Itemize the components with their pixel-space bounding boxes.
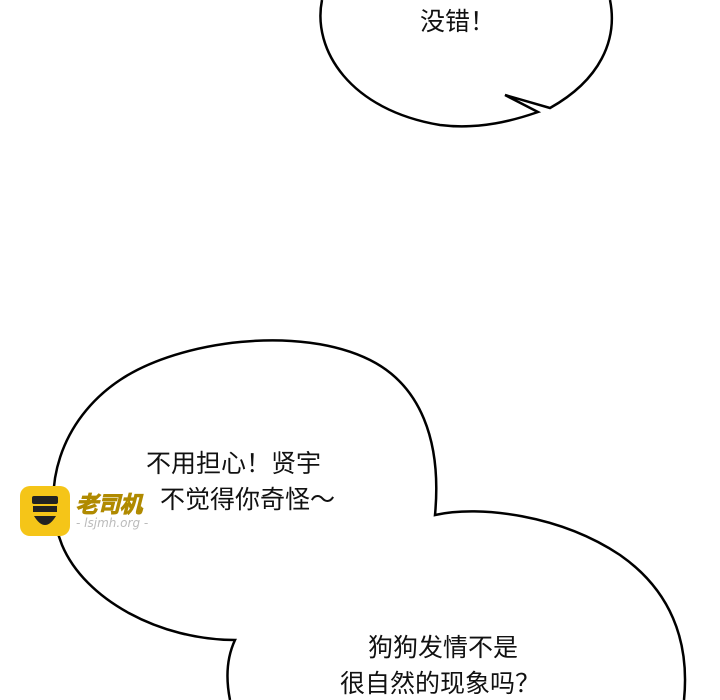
bubble-left-line2: 不觉得你奇怪～ — [160, 485, 336, 514]
watermark-site: - lsjmh.org - — [76, 516, 149, 530]
watermark-brand: 老司机 — [75, 493, 143, 519]
bubble-right-line2: 很自然的现象吗？ — [340, 669, 541, 698]
speech-bubble-cloud — [52, 339, 687, 700]
speech-bubble-top — [319, 0, 614, 128]
watermark-logo-icon — [20, 486, 70, 536]
bubble-right-line1: 狗狗发情不是 — [368, 633, 519, 662]
bubble-top-text: 没错！ — [420, 7, 496, 36]
bubble-left-line1: 不用担心！贤宇 — [146, 449, 322, 478]
